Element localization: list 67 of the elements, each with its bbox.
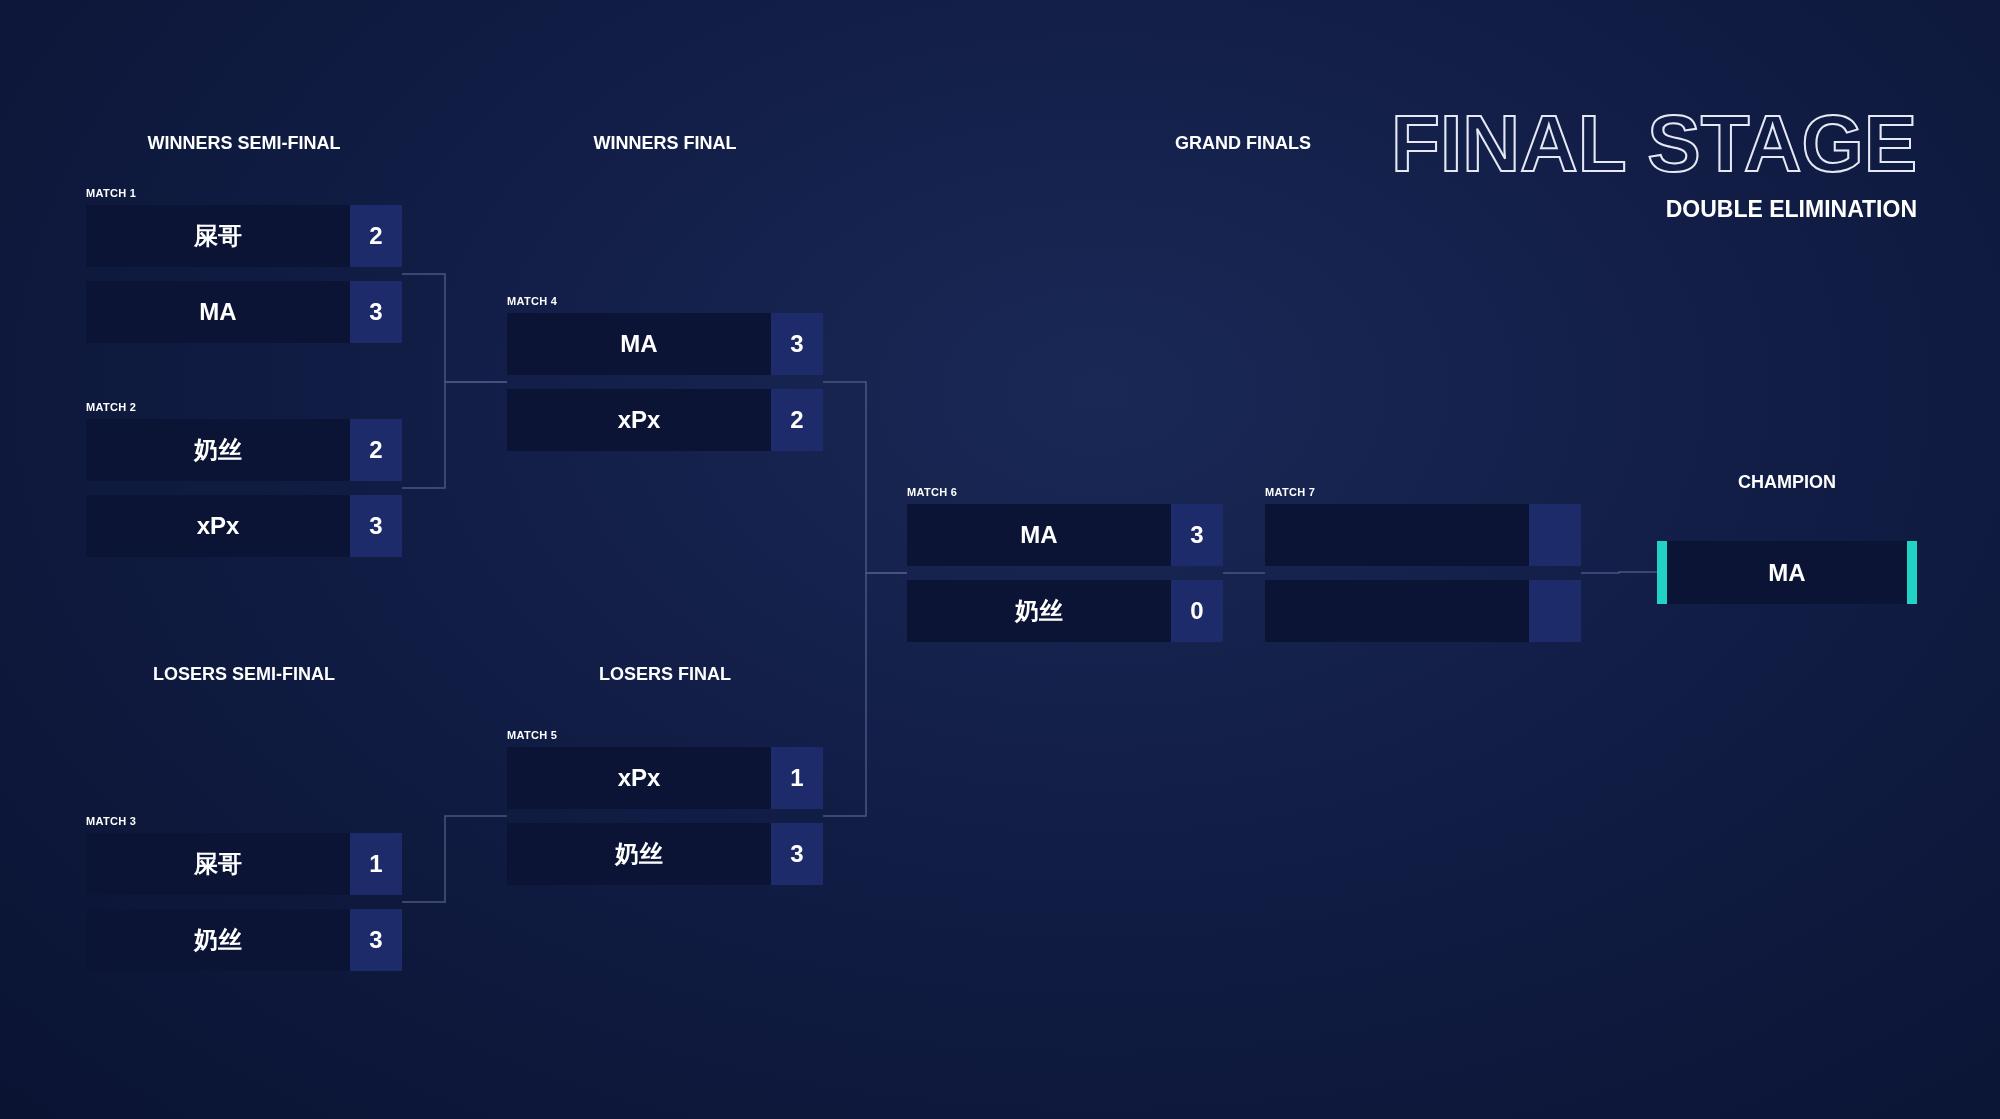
team-row bbox=[86, 909, 402, 971]
team-name: xPx bbox=[617, 406, 661, 434]
match-label: MATCH 7 bbox=[1265, 486, 1316, 498]
score-cell: 2 bbox=[350, 419, 402, 481]
match-label: MATCH 1 bbox=[86, 187, 137, 199]
score-cell: 3 bbox=[771, 823, 823, 885]
match-label: MATCH 5 bbox=[507, 729, 558, 741]
match-group bbox=[86, 187, 402, 343]
team-row bbox=[507, 313, 823, 375]
team-name: 奶丝 bbox=[194, 925, 242, 955]
title: FINAL STAGE bbox=[1391, 104, 1917, 184]
champion-group bbox=[1657, 472, 1917, 604]
bracket-line bbox=[1222, 572, 1266, 574]
team-row bbox=[86, 205, 402, 267]
empty-team-row bbox=[1265, 504, 1581, 566]
subtitle: DOUBLE ELIMINATION bbox=[1665, 196, 1917, 223]
match-label: MATCH 2 bbox=[86, 401, 137, 413]
match-group bbox=[907, 486, 1223, 642]
bracket-line bbox=[1580, 571, 1658, 574]
team-row bbox=[507, 747, 823, 809]
section-heading: WINNERS SEMI-FINAL bbox=[147, 133, 341, 154]
team-name: MA bbox=[620, 330, 658, 358]
match-group bbox=[507, 729, 823, 885]
team-name: MA bbox=[1020, 521, 1058, 549]
match-label: MATCH 4 bbox=[507, 295, 558, 307]
team-row bbox=[907, 504, 1223, 566]
champion-heading: CHAMPION bbox=[1738, 472, 1836, 493]
team-row bbox=[86, 495, 402, 557]
score-cell: 2 bbox=[350, 205, 402, 267]
section-heading: LOSERS SEMI-FINAL bbox=[153, 664, 335, 685]
score-cell: 3 bbox=[350, 281, 402, 343]
match-group bbox=[507, 295, 823, 451]
team-name: xPx bbox=[196, 512, 240, 540]
bracket-line bbox=[401, 815, 508, 903]
team-name: 屎哥 bbox=[194, 221, 242, 251]
score-cell: 2 bbox=[771, 389, 823, 451]
score-cell: 3 bbox=[350, 909, 402, 971]
score-cell: 3 bbox=[350, 495, 402, 557]
team-row bbox=[907, 580, 1223, 642]
team-name: xPx bbox=[617, 764, 661, 792]
section-heading: WINNERS FINAL bbox=[593, 133, 737, 154]
section-heading: LOSERS FINAL bbox=[599, 664, 731, 685]
score-cell: 3 bbox=[1171, 504, 1223, 566]
team-row bbox=[507, 823, 823, 885]
team-name: MA bbox=[1768, 558, 1806, 587]
section-heading: GRAND FINALS bbox=[1175, 133, 1311, 154]
match-group bbox=[86, 815, 402, 971]
team-name: MA bbox=[199, 298, 237, 326]
match-label: MATCH 3 bbox=[86, 815, 137, 827]
match-label: MATCH 6 bbox=[907, 486, 958, 498]
team-row bbox=[86, 833, 402, 895]
empty-team-row bbox=[1265, 580, 1581, 642]
score-cell: 1 bbox=[350, 833, 402, 895]
team-name: 奶丝 bbox=[615, 839, 663, 869]
team-row bbox=[86, 281, 402, 343]
match-group bbox=[86, 401, 402, 557]
score-cell: 1 bbox=[771, 747, 823, 809]
match-group bbox=[1265, 486, 1581, 642]
team-row bbox=[507, 389, 823, 451]
team-name: 奶丝 bbox=[194, 435, 242, 465]
team-name: 奶丝 bbox=[1015, 596, 1063, 626]
team-row bbox=[86, 419, 402, 481]
score-cell: 3 bbox=[771, 313, 823, 375]
bracket-line bbox=[822, 572, 908, 817]
score-cell: 0 bbox=[1171, 580, 1223, 642]
team-name: 屎哥 bbox=[194, 849, 242, 879]
bracket-line bbox=[401, 381, 508, 489]
